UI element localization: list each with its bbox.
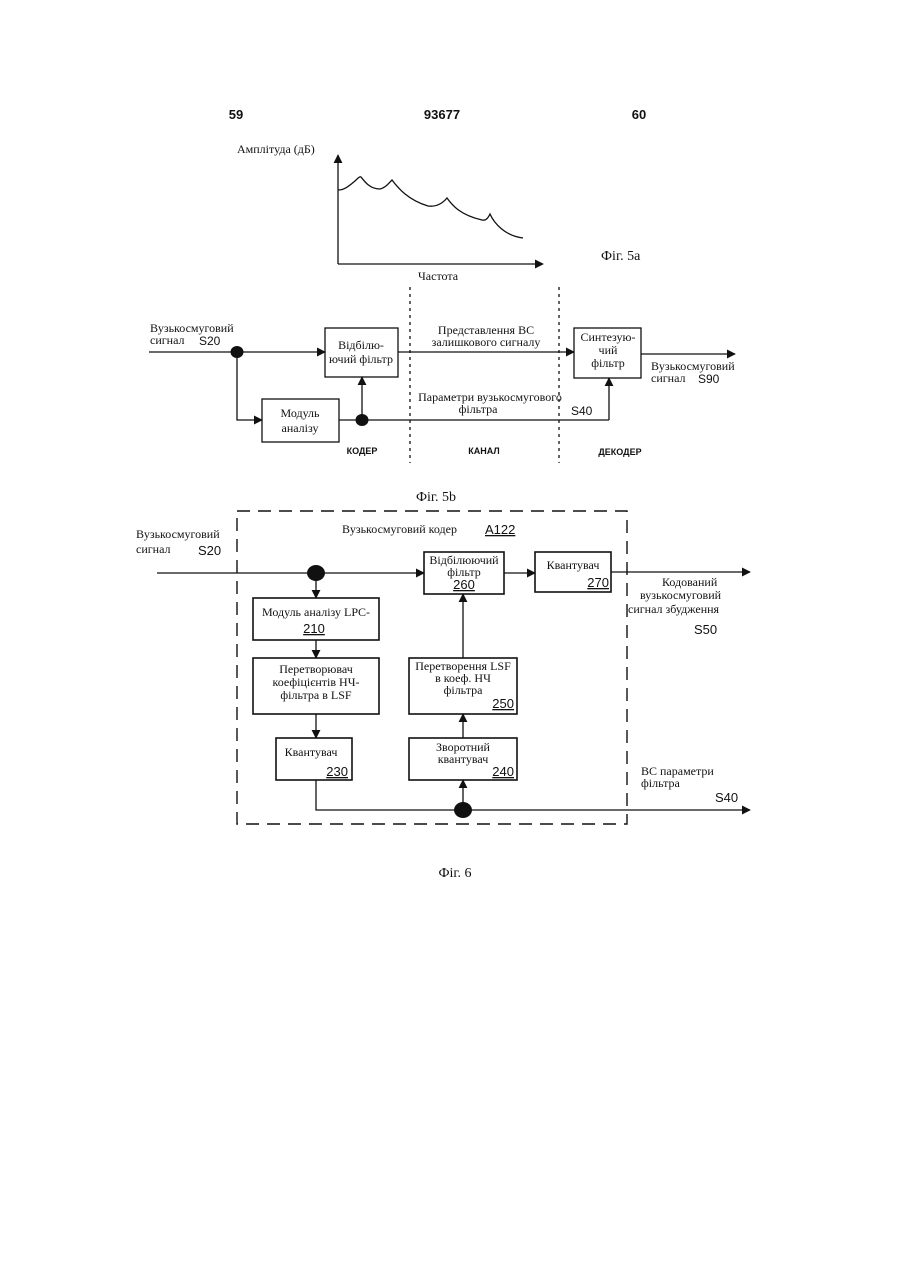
fig5b-whitening-label-1: Відбілю- bbox=[338, 338, 384, 352]
fig5b-channel-label: КАНАЛ bbox=[468, 446, 499, 456]
fig5b-synthesis-label-2: чий bbox=[599, 343, 618, 357]
fig6-caption: Фіг. 6 bbox=[438, 866, 471, 881]
fig5b-params-code: S40 bbox=[571, 404, 593, 418]
page-header: 59 93677 60 bbox=[229, 107, 646, 122]
page-number-left: 59 bbox=[229, 107, 243, 122]
lpc-analysis-number: 210 bbox=[303, 621, 325, 636]
fig5a-spectrum-curve bbox=[338, 177, 523, 238]
fig5b-caption: Фіг. 5b bbox=[416, 490, 456, 505]
fig5b-coder-label: КОДЕР bbox=[347, 446, 378, 456]
excitation-output-code: S50 bbox=[694, 622, 717, 637]
input-to-analysis-arrow bbox=[237, 352, 262, 420]
fig5b-input-label-2: сигнал bbox=[150, 333, 185, 347]
fig5b-input-junction bbox=[231, 346, 244, 358]
fig6-input-label-2: сигнал bbox=[136, 542, 171, 556]
quantizer-270-label: Квантувач bbox=[547, 558, 600, 572]
fig5b-params-label-2: фільтра bbox=[459, 402, 499, 416]
fig6-input-label-1: Вузькосмуговий bbox=[136, 527, 220, 541]
encoder-code: A122 bbox=[485, 522, 515, 537]
fig5b-residual-label-2: залишкового сигналу bbox=[432, 335, 541, 349]
quantizer-230-number: 230 bbox=[326, 764, 348, 779]
fig5b-input-code: S20 bbox=[199, 334, 221, 348]
fig5b-output-code: S90 bbox=[698, 372, 720, 386]
fig6-input-code: S20 bbox=[198, 543, 221, 558]
fig6-params-junction bbox=[454, 802, 472, 818]
converter-label-3: фільтра в LSF bbox=[280, 688, 352, 702]
quantizer-to-output-arrow bbox=[316, 780, 750, 810]
fig5b-output-label-2: сигнал bbox=[651, 371, 686, 385]
converter-label-1: Перетворювач bbox=[279, 662, 353, 676]
fig5b-analysis-label-1: Модуль bbox=[280, 406, 320, 420]
fig5b-synthesis-label-1: Синтезую- bbox=[580, 330, 635, 344]
fig5a-caption: Фіг. 5a bbox=[601, 249, 641, 264]
excitation-output-label-3: сигнал збудження bbox=[628, 602, 720, 616]
lpc-analysis-label: Модуль аналізу LPC- bbox=[262, 605, 370, 619]
fig5a-xlabel: Частота bbox=[418, 269, 459, 283]
fig5b-decoder-label: ДЕКОДЕР bbox=[598, 447, 641, 457]
fig5b-synthesis-label-3: фільтр bbox=[591, 356, 625, 370]
figure-5a bbox=[338, 155, 543, 264]
quantizer-270-number: 270 bbox=[587, 575, 609, 590]
encoder-title: Вузькосмуговий кодер bbox=[342, 522, 457, 536]
fig5b-analysis-label-2: аналізу bbox=[282, 421, 319, 435]
inverse-quantizer-number: 240 bbox=[492, 764, 514, 779]
excitation-output-label-1: Кодований bbox=[662, 575, 718, 589]
lsf-converter-number: 250 bbox=[492, 696, 514, 711]
quantizer-230-label: Квантувач bbox=[285, 745, 338, 759]
fig5a-ylabel: Амплітуда (дБ) bbox=[237, 142, 315, 156]
excitation-output-label-2: вузькосмуговий bbox=[640, 588, 722, 602]
figure-5b bbox=[149, 287, 735, 463]
inverse-quantizer-label-2: квантувач bbox=[438, 752, 489, 766]
whitening-260-number: 260 bbox=[453, 577, 475, 592]
fig6-params-code: S40 bbox=[715, 790, 738, 805]
fig5b-params-junction bbox=[356, 414, 369, 426]
lsf-converter-label-3: фільтра bbox=[444, 683, 484, 697]
converter-label-2: коефіцієнтів НЧ- bbox=[273, 675, 360, 689]
fig6-params-label-2: фільтра bbox=[641, 776, 681, 790]
patent-number: 93677 bbox=[424, 107, 460, 122]
page-number-right: 60 bbox=[632, 107, 646, 122]
fig6-input-junction bbox=[307, 565, 325, 581]
fig5b-whitening-label-2: ючий фільтр bbox=[329, 352, 393, 366]
